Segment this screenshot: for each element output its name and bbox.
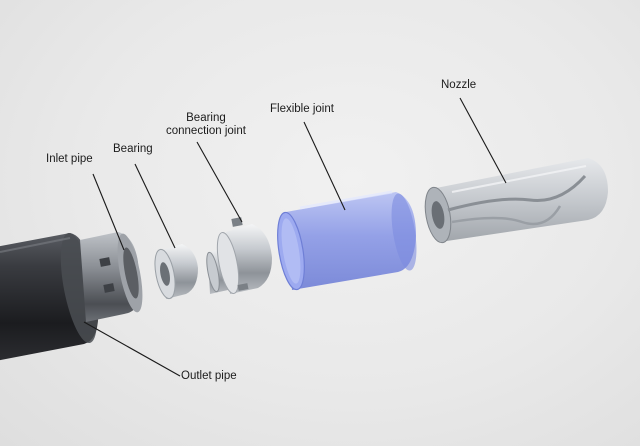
nozzle-leader [459,97,507,184]
bearing-connection-joint-label: Bearing connection joint [166,112,246,138]
outlet-pipe-label: Outlet pipe [181,370,237,382]
inlet-pipe-part [80,232,143,322]
bearing-label: Bearing [113,143,153,155]
inlet-pipe-label: Inlet pipe [46,153,93,165]
flexible-joint-label: Flexible joint [270,103,334,115]
bearing-connection-joint-part [206,217,272,294]
bearing-part [154,244,198,300]
nozzle-label: Nozzle [441,79,477,91]
bearing-leader [134,163,176,249]
inlet-pipe-leader [92,173,125,251]
bearing-connection-joint-leader [196,141,243,223]
bearing-connection-joint-label-line1: Bearing [186,112,226,124]
flexible-joint-part [277,190,417,291]
outlet-pipe-leader [83,321,181,377]
nozzle-part [424,158,608,244]
flexible-joint-leader [303,121,346,211]
bearing-connection-joint-label-line2: connection joint [166,125,246,137]
